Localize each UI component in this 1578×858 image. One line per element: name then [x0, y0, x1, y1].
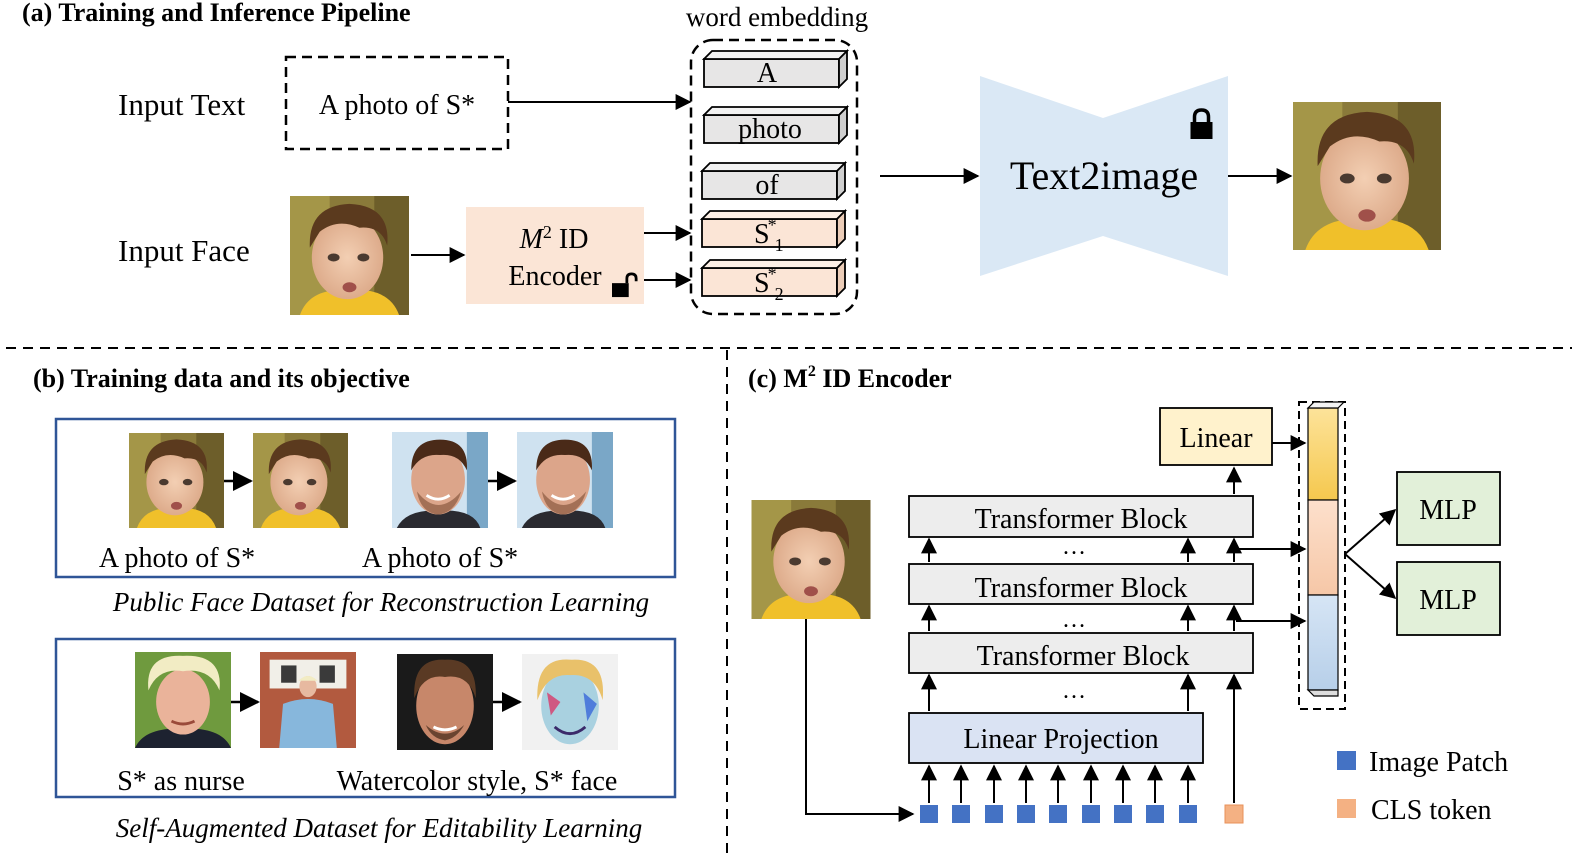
encoder-label-line2: Encoder — [508, 261, 602, 292]
block2-to-block1-arrows — [921, 537, 1242, 562]
edit-caption-1: S* as nurse — [117, 766, 245, 797]
panel-b-title: (b) Training data and its objective — [33, 364, 410, 393]
encoder-input-face — [751, 500, 871, 619]
patch-5 — [1049, 805, 1067, 823]
edit-input-face-2 — [397, 654, 493, 750]
input-text-label: Input Text — [118, 87, 246, 122]
mlp-label-1: MLP — [1419, 495, 1477, 526]
projection-to-block3-arrows — [921, 673, 1196, 711]
feature-cls — [1307, 407, 1339, 501]
transformer-block-1-label: Transformer Block — [975, 504, 1188, 535]
cls-token — [1224, 804, 1244, 824]
recon-output-face-2 — [517, 432, 613, 528]
patch-1 — [920, 805, 938, 823]
prompt-text: A photo of S* — [319, 90, 475, 121]
recon-input-face-2 — [392, 432, 488, 528]
editability-dataset-title: Self-Augmented Dataset for Editability L… — [116, 813, 642, 843]
token-photo-label: photo — [738, 114, 802, 145]
recon-caption-2: A photo of S* — [362, 543, 518, 574]
ellipsis-1: … — [1062, 534, 1086, 560]
patch-9 — [1179, 805, 1197, 823]
edit-output-nurse — [260, 652, 356, 748]
recon-caption-1: A photo of S* — [99, 543, 255, 574]
transformer-block-2 — [908, 563, 1254, 605]
block3-to-block2-arrows — [921, 604, 1242, 631]
m2-id-encoder-block: M2 ID Encoder — [466, 207, 644, 304]
feature-mid — [1307, 499, 1339, 596]
input-face-image — [290, 196, 409, 315]
patch-4 — [1017, 805, 1035, 823]
patch-8 — [1146, 805, 1164, 823]
token-s1-label: S*1 — [754, 215, 784, 255]
panel-c-title: (c) M2 ID Encoder — [748, 363, 952, 393]
patch-3 — [985, 805, 1003, 823]
feature-low — [1307, 594, 1339, 691]
token-s1: S*1 — [699, 208, 848, 255]
transformer-block-3 — [908, 632, 1254, 674]
linear-block — [1159, 407, 1273, 466]
token-s2-label: S*2 — [754, 264, 784, 304]
token-of: of — [699, 160, 848, 202]
mlp-block-2 — [1396, 561, 1501, 636]
word-embedding-group — [689, 38, 859, 316]
recon-output-face-1 — [253, 433, 348, 528]
transformer-block-1 — [908, 495, 1254, 538]
edit-caption-2: Watercolor style, S* face — [337, 766, 618, 797]
patch-2 — [952, 805, 970, 823]
ellipsis-3: … — [1062, 678, 1086, 704]
token-s2: S*2 — [699, 257, 848, 304]
stack-to-mlp2-arrow — [1344, 553, 1397, 600]
stack-to-mlp1-arrow — [1344, 508, 1397, 555]
transformer-block-2-label: Transformer Block — [975, 573, 1188, 604]
panel-a-title: (a) Training and Inference Pipeline — [22, 0, 411, 27]
word-embedding-label: word embedding — [686, 2, 868, 32]
ellipsis-2: … — [1062, 607, 1086, 633]
linear-projection-block — [908, 712, 1204, 764]
linear-projection-label: Linear Projection — [963, 724, 1158, 755]
patch-arrows — [921, 673, 1242, 803]
image-patches — [920, 805, 1197, 823]
legend-patch-swatch — [1337, 751, 1356, 770]
reconstruction-dataset-title: Public Face Dataset for Reconstruction L… — [112, 587, 649, 617]
face-to-patches-arrow — [805, 619, 915, 822]
text2image-model — [980, 76, 1228, 276]
prompt-box — [284, 55, 510, 151]
edit-output-watercolor — [522, 654, 618, 750]
recon-input-face-1 — [129, 433, 224, 528]
text2image-label: Text2image — [1010, 153, 1198, 198]
mlp-label-2: MLP — [1419, 585, 1477, 616]
token-photo: photo — [701, 104, 850, 146]
legend-cls-label: CLS token — [1371, 795, 1492, 826]
reconstruction-box — [54, 417, 677, 579]
token-of-label: of — [755, 170, 779, 201]
patch-6 — [1082, 805, 1100, 823]
token-a: A — [701, 48, 850, 90]
output-face-image — [1293, 102, 1441, 250]
edit-input-face-1 — [135, 652, 231, 748]
token-a-label: A — [757, 58, 778, 89]
patch-7 — [1114, 805, 1132, 823]
encoder-label-line1: M2 ID — [519, 222, 589, 255]
mlp-block-1 — [1396, 471, 1501, 546]
transformer-block-3-label: Transformer Block — [977, 641, 1190, 672]
feature-stack — [1306, 401, 1346, 697]
legend-cls-swatch — [1337, 799, 1356, 818]
input-face-label: Input Face — [118, 233, 250, 268]
editability-box — [54, 637, 677, 799]
linear-label: Linear — [1179, 423, 1253, 454]
legend-patch-label: Image Patch — [1369, 747, 1508, 778]
